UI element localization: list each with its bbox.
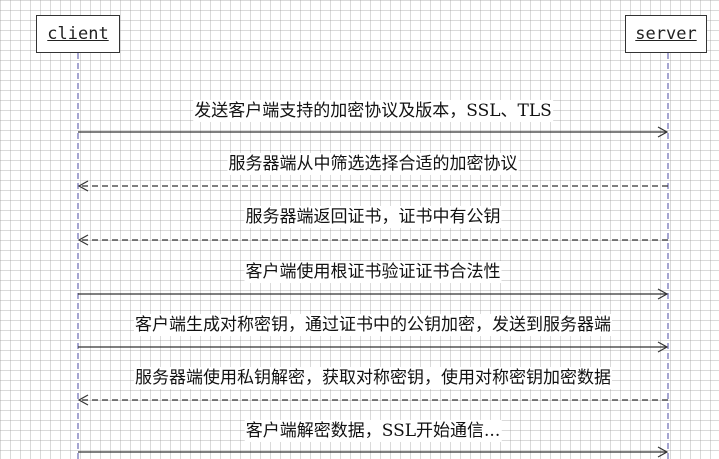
message-label: 服务器端使用私钥解密，获取对称密钥，使用对称密钥加密数据	[134, 367, 612, 389]
arrowhead	[657, 446, 669, 458]
message-label: 客户端生成对称密钥，通过证书中的公钥加密，发送到服务器端	[134, 314, 612, 336]
message-label: 客户端使用根证书验证证书合法性	[244, 261, 502, 283]
arrowhead	[657, 288, 669, 300]
arrowhead	[77, 394, 89, 406]
message-label: 服务器端返回证书，证书中有公钥	[244, 206, 502, 228]
arrowhead	[657, 126, 669, 138]
arrowhead	[77, 180, 89, 192]
message-label: 服务器端从中筛选选择合适的加密协议	[227, 153, 519, 175]
participant-client: client	[36, 15, 120, 53]
participant-server: server	[625, 15, 707, 53]
arrowhead	[77, 234, 89, 246]
message-label: 发送客户端支持的加密协议及版本，SSL、TLS	[193, 100, 553, 122]
message-label: 客户端解密数据，SSL开始通信...	[244, 420, 502, 442]
arrowhead	[657, 341, 669, 353]
